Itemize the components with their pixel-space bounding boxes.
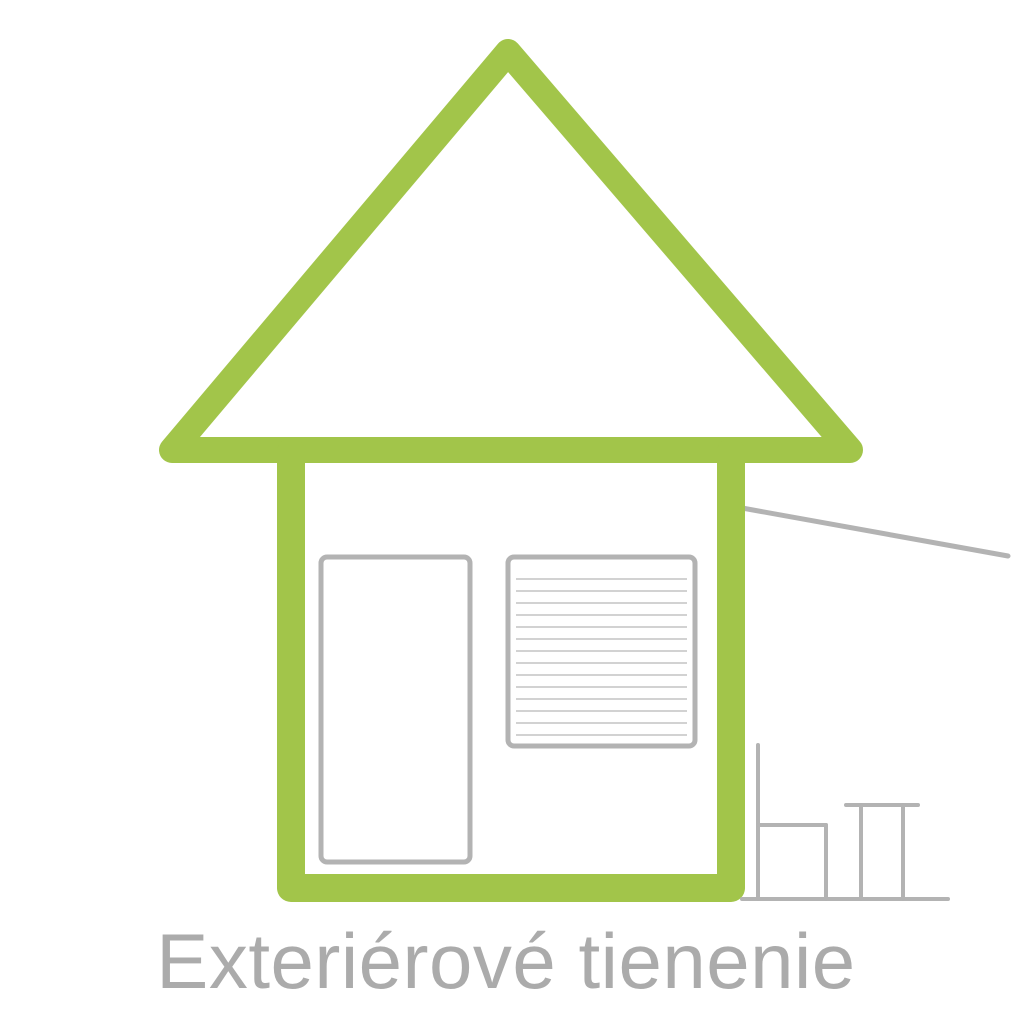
table-chair-icon xyxy=(740,743,950,901)
window-blind-icon xyxy=(505,554,698,749)
house-walls-icon xyxy=(277,438,745,902)
awning-icon xyxy=(739,505,1011,559)
caption-text: Exteriérové tienenie xyxy=(156,917,856,1005)
roof-icon xyxy=(159,39,863,463)
door-icon xyxy=(318,554,473,865)
